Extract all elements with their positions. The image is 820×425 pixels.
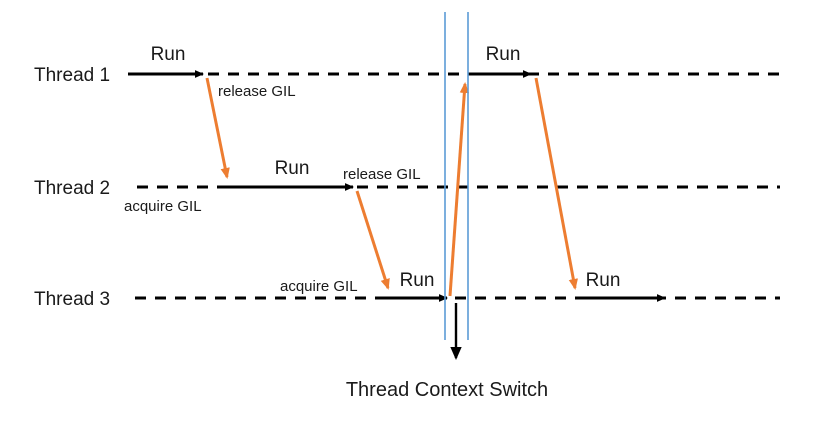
run-label-t1-b: Run: [486, 44, 521, 65]
context-switch-marker: [444, 12, 469, 360]
context-switch-caption: Thread Context Switch: [346, 379, 548, 401]
gil-labels: release GIL acquire GIL release GIL acqu…: [124, 83, 421, 295]
gil-label-release-2: release GIL: [343, 166, 421, 183]
run-label-t2-a: Run: [275, 158, 310, 179]
run-arrows: [128, 70, 666, 302]
thread-labels: Thread 1 Thread 2 Thread 3: [34, 65, 110, 310]
gil-label-acquire-2: acquire GIL: [280, 278, 358, 295]
run-label-t3-b: Run: [586, 270, 621, 291]
gil-handoff-t3-to-t1: [448, 82, 470, 297]
run-label-t3-a: Run: [400, 270, 435, 291]
gil-label-acquire-1: acquire GIL: [124, 198, 202, 215]
gil-label-release-1: release GIL: [218, 83, 296, 100]
run-label-t1-a: Run: [151, 44, 186, 65]
thread-label-1: Thread 1: [34, 65, 110, 86]
gil-handoff-t1-to-t3: [534, 77, 578, 290]
gil-handoff-arrows: [205, 77, 578, 297]
thread-label-3: Thread 3: [34, 289, 110, 310]
gil-handoff-t2-to-t3: [355, 190, 390, 290]
run-labels: Run Run Run Run Run: [151, 44, 621, 291]
thread-label-2: Thread 2: [34, 178, 110, 199]
gil-handoff-t1-to-t2: [205, 77, 230, 179]
